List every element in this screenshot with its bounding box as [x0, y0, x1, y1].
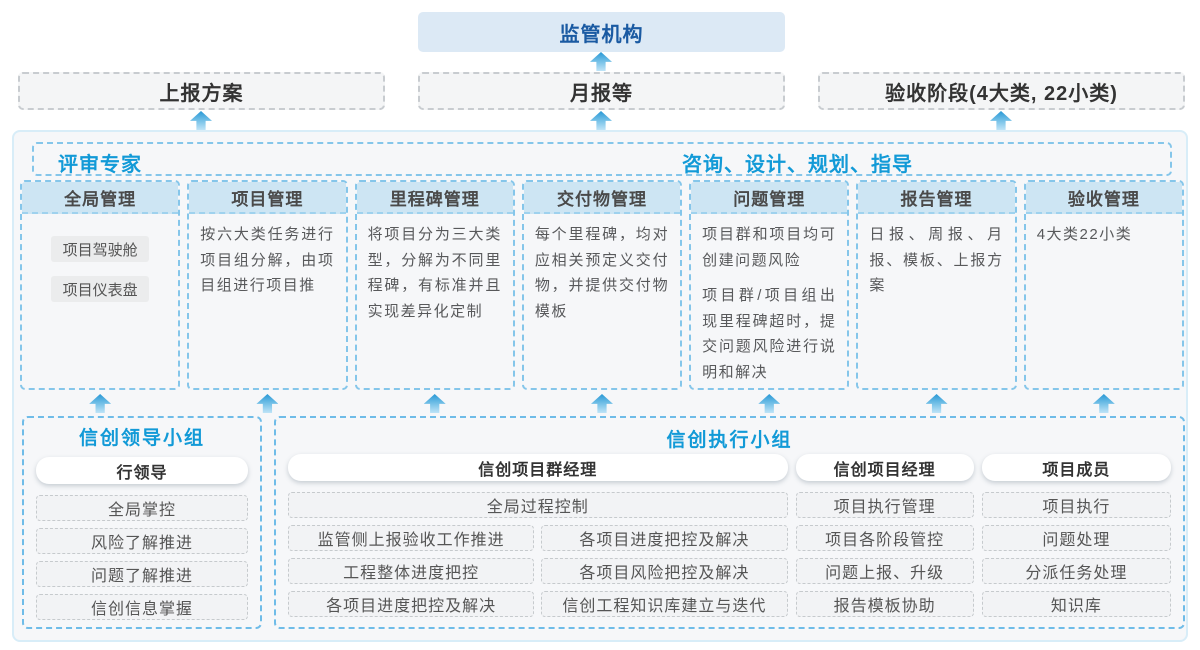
- chip-project-dashboard: 项目仪表盘: [51, 276, 150, 302]
- column-paragraph: 4大类22小类: [1036, 226, 1133, 243]
- experts-band: 评审专家 咨询、设计、规划、指导: [32, 142, 1172, 176]
- column-paragraph: 将项目分为三大类型，分解为不同里程碑，有标准并且实现差异化定制: [367, 226, 502, 320]
- list-item: 项目各阶段管控: [795, 525, 974, 551]
- list-item: 各项目风险把控及解决: [541, 558, 788, 584]
- list-item: 问题上报、升级: [795, 558, 974, 584]
- column-deliverable-management: 交付物管理 每个里程碑，均对应相关预定义交付物，并提供交付物模板: [521, 180, 683, 390]
- column-arrows-row: [20, 394, 1184, 414]
- role-project-member: 项目成员: [981, 454, 1171, 481]
- column-paragraph: 项目群和项目均可创建问题风险: [702, 226, 837, 269]
- list-item: 项目执行: [981, 492, 1171, 518]
- execution-group-body: 信创项目群经理 全局过程控制 监管侧上报验收工作推进 各项目进度把控及解决 工程…: [288, 454, 1171, 619]
- list-item: 信创信息掌握: [36, 594, 248, 620]
- role-project-manager: 信创项目经理: [795, 454, 974, 481]
- column-issue-management: 问题管理 项目群和项目均可创建问题风险 项目群/项目组出现里程碑超时，提交问题风…: [689, 180, 850, 390]
- list-item: 知识库: [981, 591, 1171, 617]
- column-body: 项目驾驶舱 项目仪表盘: [22, 214, 178, 310]
- program-manager-section: 信创项目群经理 全局过程控制 监管侧上报验收工作推进 各项目进度把控及解决 工程…: [288, 454, 788, 619]
- list-item: 工程整体进度把控: [288, 558, 535, 584]
- column-milestone-management: 里程碑管理 将项目分为三大类型，分解为不同里程碑，有标准并且实现差异化定制: [354, 180, 515, 390]
- program-manager-grid: 监管侧上报验收工作推进 各项目进度把控及解决 工程整体进度把控 各项目风险把控及…: [288, 525, 788, 617]
- up-arrow-icon: [1092, 394, 1115, 413]
- column-paragraph: 按六大类任务进行项目组分解，由项目组进行项目推: [200, 226, 335, 294]
- consulting-design-label: 咨询、设计、规划、指导: [682, 154, 913, 176]
- list-item: 问题了解推进: [36, 561, 248, 587]
- leading-group-title: 信创领导小组: [78, 428, 205, 449]
- execution-group-box: 信创执行小组 信创项目群经理 全局过程控制 监管侧上报验收工作推进 各项目进度把…: [274, 416, 1185, 629]
- project-member-section: 项目成员 项目执行 问题处理 分派任务处理 知识库: [981, 454, 1171, 619]
- column-title: 交付物管理: [523, 182, 681, 214]
- list-item: 各项目进度把控及解决: [288, 591, 535, 617]
- review-experts-label: 评审专家: [58, 154, 142, 176]
- bottom-groups-row: 信创领导小组 行领导 全局掌控 风险了解推进 问题了解推进 信创信息掌握 信创执…: [22, 416, 1185, 629]
- stage-box-acceptance-phase: 验收阶段(4大类, 22小类): [818, 72, 1185, 110]
- column-title: 报告管理: [858, 182, 1015, 214]
- column-title: 验收管理: [1025, 182, 1182, 214]
- column-title: 项目管理: [189, 182, 346, 214]
- up-arrow-icon: [990, 111, 1012, 130]
- leading-group-box: 信创领导小组 行领导 全局掌控 风险了解推进 问题了解推进 信创信息掌握: [22, 416, 262, 629]
- up-arrow-icon: [190, 111, 212, 130]
- list-item: 各项目进度把控及解决: [541, 525, 788, 551]
- up-arrow-icon: [925, 394, 948, 413]
- column-body: 每个里程碑，均对应相关预定义交付物，并提供交付物模板: [524, 214, 680, 342]
- up-arrow-icon: [89, 394, 112, 413]
- list-item: 全局掌控: [36, 495, 248, 521]
- column-title: 全局管理: [22, 182, 179, 214]
- column-global-management: 全局管理 项目驾驶舱 项目仪表盘: [20, 180, 181, 390]
- list-item: 分派任务处理: [981, 558, 1171, 584]
- column-body: 日报、周报、月报、模板、上报方案: [858, 214, 1014, 317]
- list-item: 全局过程控制: [288, 492, 788, 518]
- up-arrow-icon: [590, 111, 612, 130]
- main-panel: 评审专家 咨询、设计、规划、指导 全局管理 项目驾驶舱 项目仪表盘 项目管理 按…: [12, 130, 1188, 642]
- column-body: 项目群和项目均可创建问题风险 项目群/项目组出现里程碑超时，提交问题风险进行说明…: [691, 214, 847, 388]
- column-body: 按六大类任务进行项目组分解，由项目组进行项目推: [189, 214, 345, 317]
- execution-group-title: 信创执行小组: [666, 430, 793, 451]
- stage-box-monthly-report: 月报等: [418, 72, 785, 110]
- column-title: 问题管理: [691, 182, 848, 214]
- column-paragraph: 日报、周报、月报、模板、上报方案: [869, 226, 1004, 294]
- column-body: 将项目分为三大类型，分解为不同里程碑，有标准并且实现差异化定制: [357, 214, 513, 342]
- column-paragraph: 项目群/项目组出现里程碑超时，提交问题风险进行说明和解决: [702, 287, 837, 381]
- column-report-management: 报告管理 日报、周报、月报、模板、上报方案: [856, 180, 1017, 390]
- up-arrow-icon: [758, 394, 781, 413]
- regulator-box: 监管机构: [418, 12, 785, 52]
- management-columns: 全局管理 项目驾驶舱 项目仪表盘 项目管理 按六大类任务进行项目组分解，由项目组…: [20, 180, 1184, 390]
- list-item: 监管侧上报验收工作推进: [288, 525, 535, 551]
- list-item: 报告模板协助: [795, 591, 974, 617]
- role-program-manager: 信创项目群经理: [288, 454, 788, 481]
- up-arrow-icon: [590, 52, 612, 71]
- column-body: 4大类22小类: [1026, 214, 1182, 266]
- up-arrow-icon: [423, 394, 446, 413]
- list-item: 问题处理: [981, 525, 1171, 551]
- up-arrow-icon: [590, 394, 613, 413]
- list-item: 风险了解推进: [36, 528, 248, 554]
- project-manager-section: 信创项目经理 项目执行管理 项目各阶段管控 问题上报、升级 报告模板协助: [795, 454, 974, 619]
- column-project-management: 项目管理 按六大类任务进行项目组分解，由项目组进行项目推: [187, 180, 348, 390]
- column-title: 里程碑管理: [356, 182, 513, 214]
- stage-box-report-plan: 上报方案: [18, 72, 385, 110]
- list-item: 信创工程知识库建立与迭代: [541, 591, 788, 617]
- chip-project-cockpit: 项目驾驶舱: [51, 236, 150, 262]
- role-bank-leader: 行领导: [36, 457, 248, 484]
- up-arrow-icon: [256, 394, 279, 413]
- column-paragraph: 每个里程碑，均对应相关预定义交付物，并提供交付物模板: [534, 226, 670, 320]
- list-item: 项目执行管理: [795, 492, 974, 518]
- column-acceptance-management: 验收管理 4大类22小类: [1023, 180, 1184, 390]
